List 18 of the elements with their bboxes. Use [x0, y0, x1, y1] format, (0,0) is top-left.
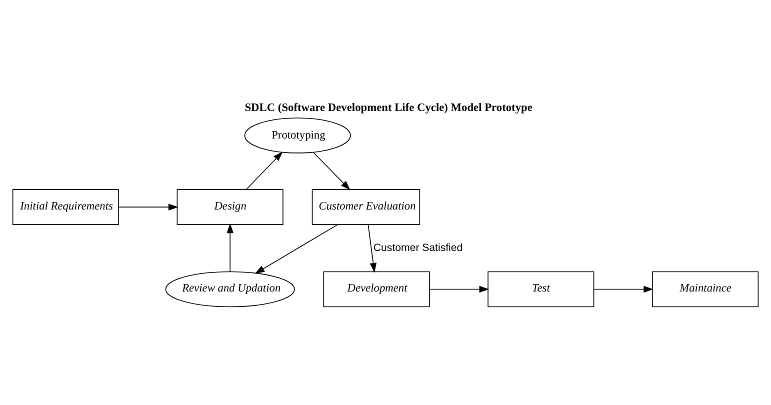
arrow: [313, 152, 350, 190]
node-box: Customer Evaluation: [312, 188, 420, 224]
node-box: Initial Requirements: [12, 188, 120, 224]
arrow: [254, 224, 338, 274]
diagram-title: SDLC (Software Development Life Cycle) Model Prototype: [244, 101, 532, 114]
arrow: [118, 203, 178, 210]
arrow: [368, 224, 377, 272]
arrow: [429, 285, 490, 292]
node-box: Design: [176, 188, 284, 224]
arrow: [226, 222, 234, 272]
node-box: Development: [323, 270, 430, 307]
node-ellipse: Prototyping: [244, 117, 351, 153]
node-box: Maintaince: [652, 270, 759, 307]
arrow: [593, 285, 654, 292]
node-box: Test: [488, 270, 594, 307]
edge-label: Customer Satisfied: [373, 241, 463, 254]
arrow: [246, 151, 283, 190]
node-ellipse: Review and Updation: [165, 270, 295, 307]
